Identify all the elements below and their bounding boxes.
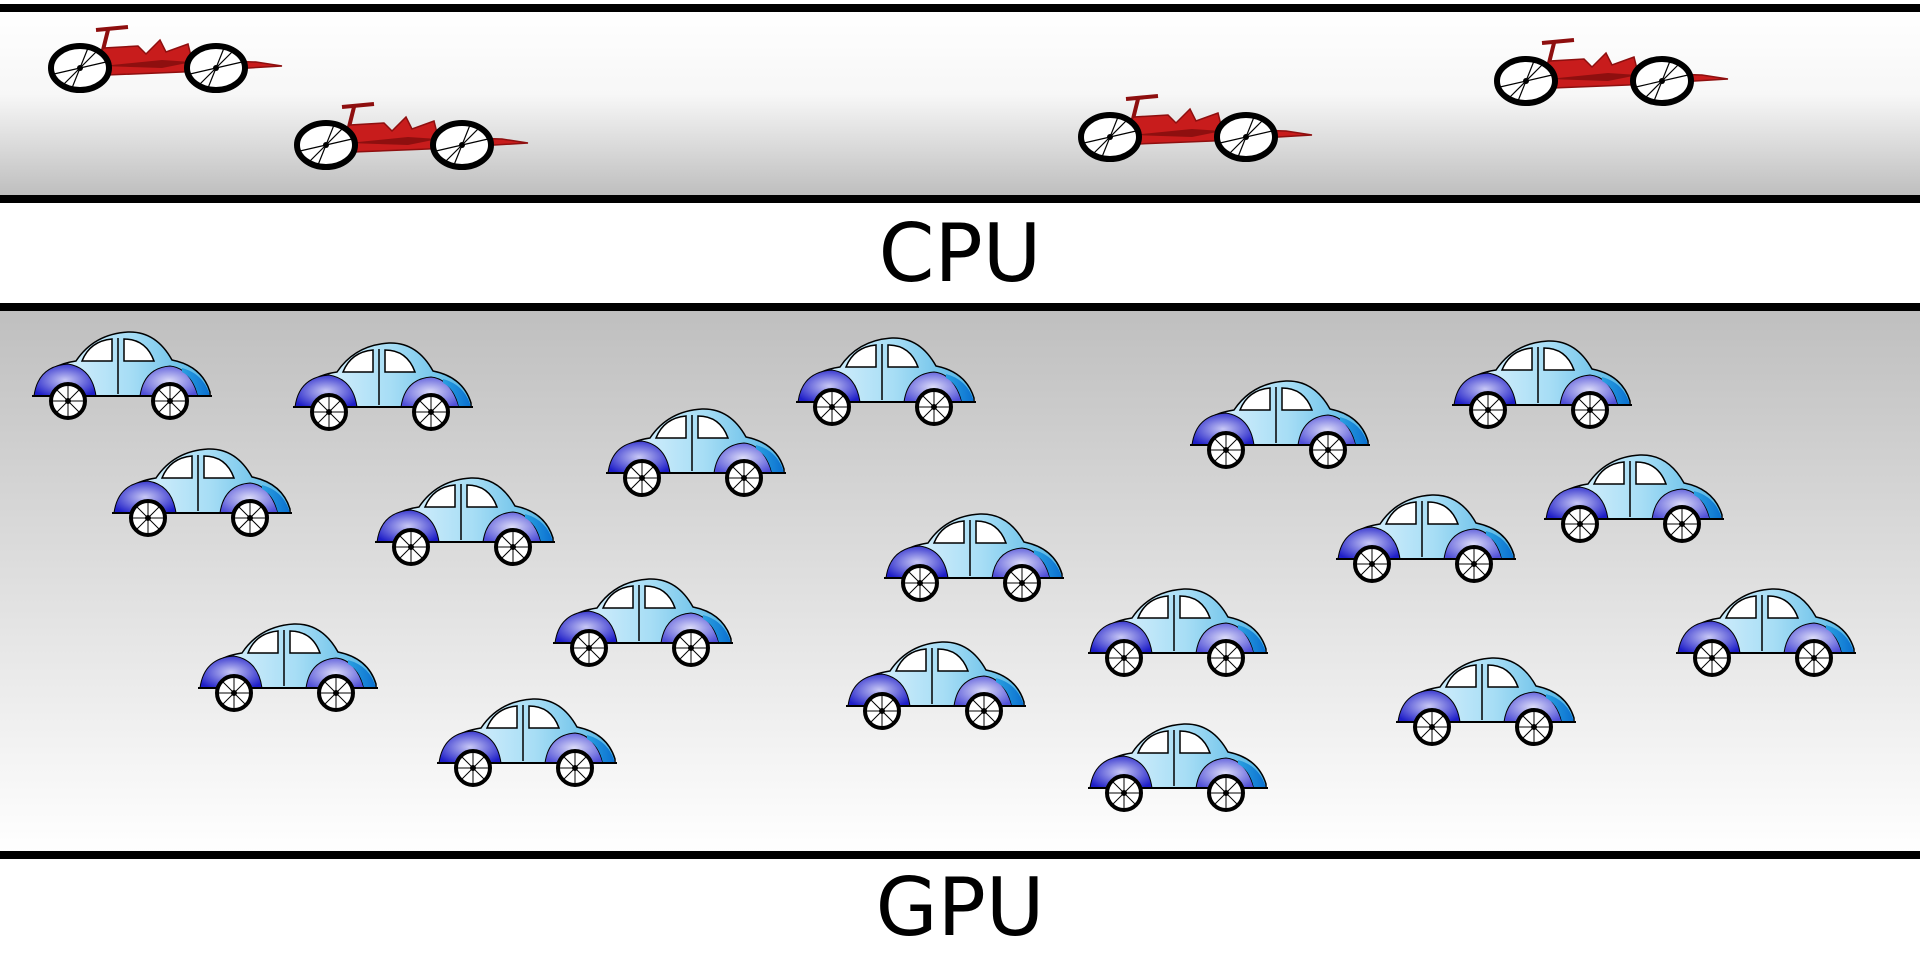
cpu-lane	[0, 10, 1920, 198]
gpu-label: GPU	[875, 861, 1045, 954]
cpu-label: CPU	[878, 207, 1042, 300]
